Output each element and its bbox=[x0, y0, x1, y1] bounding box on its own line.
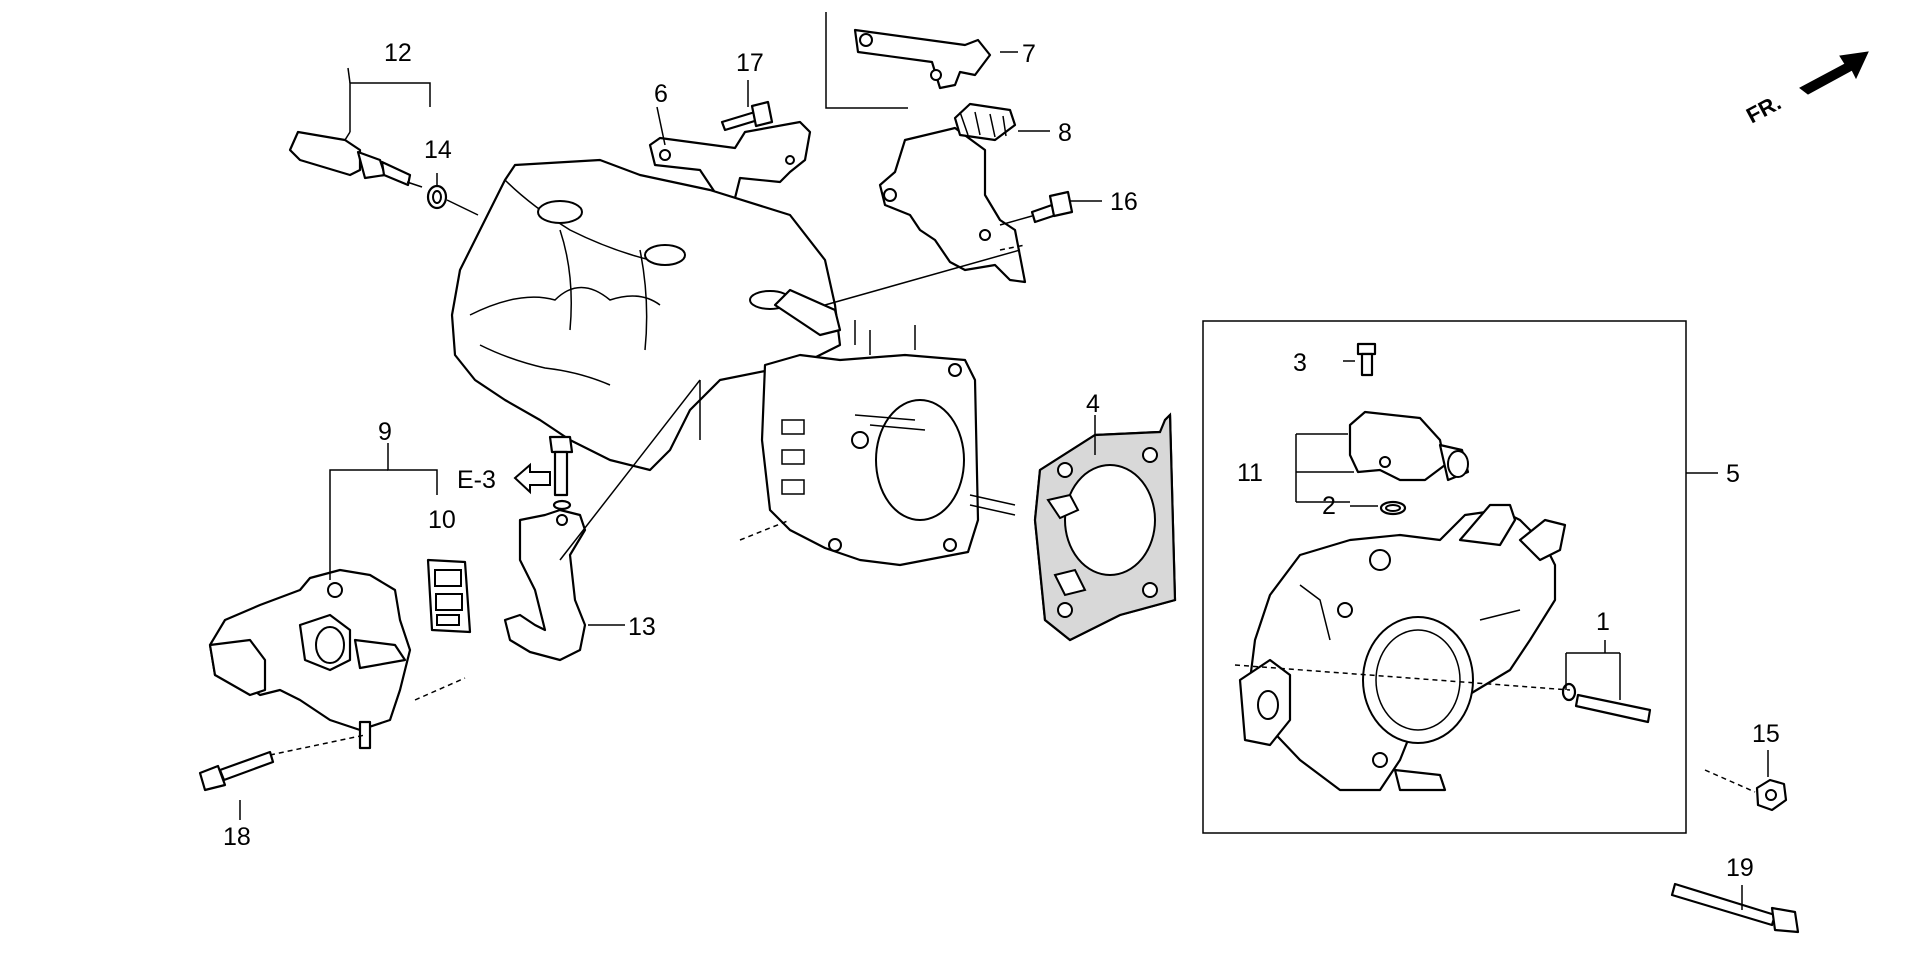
callout-labels: 1 2 3 4 5 6 7 8 9 10 11 12 13 14 15 16 1… bbox=[223, 39, 1780, 882]
reference-e3: E-3 bbox=[457, 462, 551, 495]
callout-18: 18 bbox=[223, 823, 251, 851]
screw-3 bbox=[1356, 342, 1377, 377]
screw-1 bbox=[1561, 682, 1652, 724]
callout-11: 11 bbox=[1237, 459, 1263, 487]
callout-10: 10 bbox=[428, 506, 456, 534]
callout-12: 12 bbox=[384, 39, 412, 67]
callout-3: 3 bbox=[1293, 349, 1307, 377]
callout-16: 16 bbox=[1110, 188, 1138, 216]
idle-control-valve-9 bbox=[208, 568, 412, 750]
callout-7: 7 bbox=[1022, 40, 1036, 68]
alignment-lines bbox=[269, 244, 1756, 793]
callout-14: 14 bbox=[424, 136, 452, 164]
callout-8: 8 bbox=[1058, 119, 1072, 147]
callout-6: 6 bbox=[654, 80, 668, 108]
callout-15: 15 bbox=[1752, 720, 1780, 748]
callout-2: 2 bbox=[1322, 492, 1336, 520]
callout-17: 17 bbox=[736, 49, 764, 77]
bolt-19 bbox=[1670, 882, 1800, 934]
gasket-10 bbox=[426, 558, 472, 634]
bracket-6 bbox=[648, 120, 812, 202]
washer-14 bbox=[426, 184, 448, 210]
bracket-13 bbox=[503, 508, 587, 662]
reference-arrow-icon bbox=[513, 462, 551, 495]
bracket-7 bbox=[825, 12, 992, 109]
throttle-body bbox=[1238, 503, 1567, 792]
callout-5: 5 bbox=[1726, 460, 1740, 488]
bolt-16 bbox=[1030, 190, 1074, 224]
throttle-body-group-frame bbox=[1202, 320, 1687, 834]
nut-15 bbox=[1755, 778, 1788, 812]
manifold-throttle-flange bbox=[760, 353, 1016, 567]
leader-lines bbox=[239, 51, 1769, 910]
front-arrow-icon bbox=[1799, 51, 1869, 95]
direction-label: FR. bbox=[1742, 90, 1785, 129]
sensor-11 bbox=[1348, 410, 1470, 482]
bracket-8 bbox=[878, 102, 1027, 284]
intake-manifold bbox=[450, 158, 916, 472]
front-direction-indicator: FR. bbox=[1742, 51, 1869, 129]
bolt-reference-e3 bbox=[548, 435, 574, 511]
reference-label: E-3 bbox=[457, 466, 496, 494]
callout-1: 1 bbox=[1596, 608, 1610, 636]
callout-13: 13 bbox=[628, 613, 656, 641]
gasket-4 bbox=[1033, 412, 1177, 642]
callout-4: 4 bbox=[1086, 390, 1100, 418]
callout-9: 9 bbox=[378, 418, 392, 446]
sensor-12 bbox=[288, 130, 423, 188]
callout-19: 19 bbox=[1726, 854, 1754, 882]
o-ring-2 bbox=[1379, 500, 1407, 516]
bolt-18 bbox=[198, 750, 275, 792]
bolt-17 bbox=[720, 100, 774, 132]
